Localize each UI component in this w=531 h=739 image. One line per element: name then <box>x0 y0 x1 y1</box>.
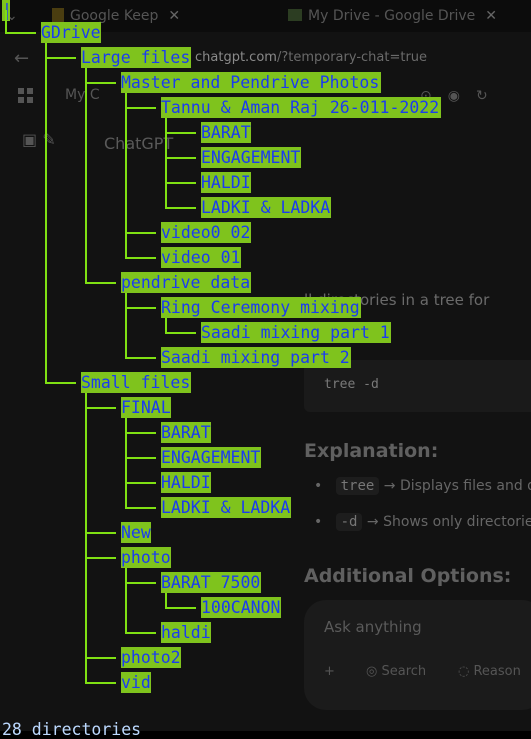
tree-branch-line <box>85 557 116 559</box>
code-block: tree -d <box>304 360 531 412</box>
plus-icon[interactable]: + <box>324 664 335 679</box>
tree-node-large-files: Large files <box>81 47 191 68</box>
reason-button[interactable]: ◌ Reason <box>458 664 521 679</box>
tree-branch-line <box>125 107 156 109</box>
tree-branch-line <box>165 607 196 609</box>
bullet-item: • tree → Displays files and d <box>314 477 531 495</box>
tree-trunk-line <box>125 293 127 359</box>
tree-trunk-line <box>165 318 167 334</box>
tree-trunk-line <box>125 568 127 634</box>
tree-node-master-and-pendrive-photos: Master and Pendrive Photos <box>121 72 381 93</box>
tree-node-ladki-ladka: LADKI & LADKA <box>161 497 291 518</box>
tree-node-saadi-mixing-part-1: Saadi mixing part 1 <box>201 322 391 343</box>
tree-node-engagement: ENGAGEMENT <box>161 447 261 468</box>
tree-branch-line <box>125 432 156 434</box>
tree-branch-line <box>125 357 156 359</box>
tree-branch-line <box>165 207 196 209</box>
tree-branch-line <box>125 232 156 234</box>
search-button[interactable]: ◎ Search <box>366 664 427 679</box>
tree-node-photo2: photo2 <box>121 647 181 668</box>
tab-title: My Drive - Google Drive <box>308 8 476 24</box>
tab-title: Google Keep <box>70 8 159 24</box>
tree-node-pendrive-data: pendrive data <box>121 272 251 293</box>
tree-node-haldi: HALDI <box>161 472 211 493</box>
tree-branch-line <box>125 632 156 634</box>
tree-branch-line <box>125 507 156 509</box>
tree-trunk-line <box>165 593 167 609</box>
tree-branch-line <box>125 482 156 484</box>
tree-summary: 28 directories <box>2 720 142 739</box>
tree-branch-line <box>85 282 116 284</box>
sidebar-toggle-icon[interactable]: ▣ ✎ <box>22 130 56 149</box>
tree-trunk-line <box>45 43 47 384</box>
tree-branch-line <box>85 532 116 534</box>
tree-node-ladki-ladka: LADKI & LADKA <box>201 197 331 218</box>
tree-node-barat: BARAT <box>201 122 251 143</box>
tree-node-haldi: HALDI <box>201 172 251 193</box>
tree-trunk-line <box>165 118 167 209</box>
tree-branch-line <box>85 82 116 84</box>
tree-node-final: FINAL <box>121 397 171 418</box>
tree-branch-line <box>125 457 156 459</box>
tree-node-ring-ceremony-mixing: Ring Ceremony mixing <box>161 297 361 318</box>
tree-branch-line <box>165 182 196 184</box>
tree-node-vid: vid <box>121 672 151 693</box>
tree-branch-line <box>45 57 76 59</box>
close-icon[interactable]: ✕ <box>168 8 181 24</box>
tree-node-video0-02: video0 02 <box>161 222 251 243</box>
explanation-heading: Explanation: <box>304 440 439 462</box>
tree-node-engagement: ENGAGEMENT <box>201 147 301 168</box>
chat-model-title[interactable]: ChatGPT <box>104 134 174 153</box>
chat-composer[interactable]: Ask anything + ◎ Search ◌ Reason <box>304 600 531 710</box>
tree-branch-line <box>165 132 196 134</box>
bookmark-item[interactable]: My C <box>65 87 100 103</box>
tree-branch-line <box>85 657 116 659</box>
tree-node-100canon: 100CANON <box>201 597 281 618</box>
tree-trunk-line <box>125 93 127 259</box>
apps-grid-icon[interactable] <box>18 88 34 104</box>
tree-node-saadi-mixing-part-2: Saadi mixing part 2 <box>161 347 351 368</box>
url-text: chatgpt.com/?temporary-chat=true <box>195 50 428 65</box>
tree-trunk-line <box>85 393 87 684</box>
tree-trunk-line <box>5 10 7 34</box>
close-icon[interactable]: ✕ <box>485 8 497 24</box>
additional-heading: Additional Options: <box>304 565 512 587</box>
tree-branch-line <box>85 682 116 684</box>
tree-branch-line <box>5 32 36 34</box>
tree-branch-line <box>45 382 76 384</box>
tab-menu-chevron-icon[interactable]: ⌄ <box>6 8 18 24</box>
code-text: tree -d <box>324 377 379 392</box>
composer-placeholder: Ask anything <box>324 618 422 636</box>
bullet-item: • -d → Shows only directorie <box>314 513 531 531</box>
tree-trunk-line <box>125 418 127 509</box>
tree-node-new: New <box>121 522 151 543</box>
tree-node-gdrive: GDrive <box>41 22 101 43</box>
keep-icon <box>52 8 64 22</box>
tree-node-haldi: haldi <box>161 622 211 643</box>
tree-trunk-line <box>85 68 87 284</box>
tree-branch-line <box>165 157 196 159</box>
tree-node-photo: photo <box>121 547 171 568</box>
tree-node-video-01: video 01 <box>161 247 241 268</box>
tree-node-barat: BARAT <box>161 422 211 443</box>
tree-node-barat-7500: BARAT 7500 <box>161 572 261 593</box>
back-arrow-icon[interactable]: ← <box>14 48 30 69</box>
bookmarks-bar: My C <box>0 82 531 110</box>
tab-google-keep[interactable]: Google Keep ✕ <box>52 4 180 28</box>
address-bar[interactable]: ← chatgpt.com/?temporary-chat=true <box>0 40 531 78</box>
tree-branch-line <box>125 307 156 309</box>
tree-node-tannu-aman-raj-26-011-2022: Tannu & Aman Raj 26-011-2022 <box>161 97 441 118</box>
tree-branch-line <box>125 582 156 584</box>
tree-branch-line <box>125 257 156 259</box>
tab-google-drive[interactable]: My Drive - Google Drive ✕ <box>288 4 497 28</box>
tree-branch-line <box>165 332 196 334</box>
tree-node-small-files: Small files <box>81 372 191 393</box>
tree-branch-line <box>85 407 116 409</box>
drive-icon <box>288 9 302 21</box>
